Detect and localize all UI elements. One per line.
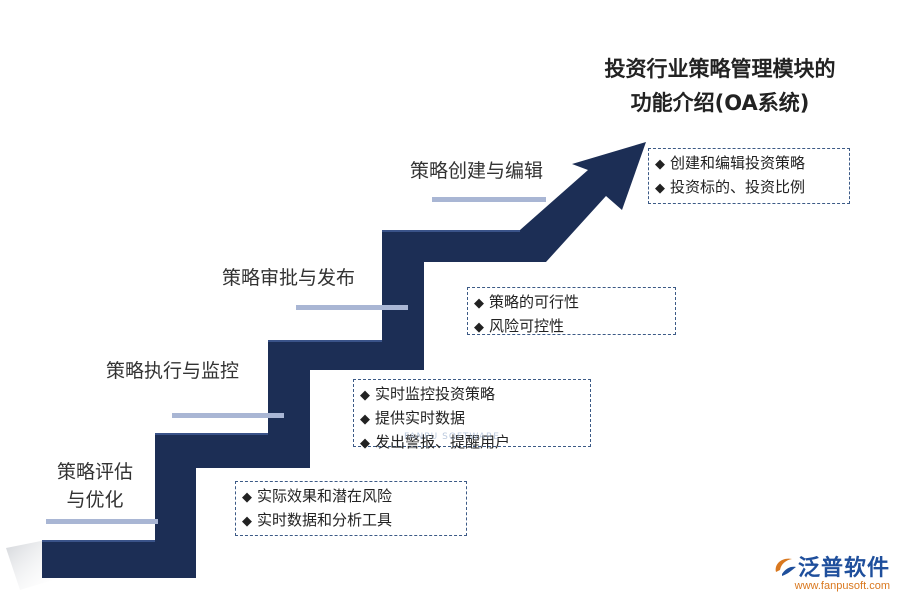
stage-bar <box>432 197 546 202</box>
diagram-title: 投资行业策略管理模块的 功能介绍(OA系统) <box>560 52 880 120</box>
note-item: ◆发出警报、提醒用户 <box>360 431 584 455</box>
stage-label-evaluate: 策略评估 与优化 <box>40 458 150 514</box>
diamond-bullet-icon: ◆ <box>655 181 665 196</box>
note-item: ◆投资标的、投资比例 <box>655 176 843 200</box>
fanpu-logo: 泛普软件 www.fanpusoft.com <box>772 550 890 592</box>
fanpu-logo-icon <box>775 558 796 576</box>
note-item: ◆提供实时数据 <box>360 407 584 431</box>
diamond-bullet-icon: ◆ <box>655 157 665 172</box>
note-item: ◆风险可控性 <box>474 315 669 339</box>
note-item: ◆实际效果和潜在风险 <box>242 485 460 509</box>
note-box-create: ◆创建和编辑投资策略 ◆投资标的、投资比例 <box>648 148 850 204</box>
note-item: ◆实时数据和分析工具 <box>242 509 460 533</box>
logo-url: www.fanpusoft.com <box>794 580 890 592</box>
title-line-1: 投资行业策略管理模块的 <box>604 57 836 81</box>
stage-bar <box>46 519 158 524</box>
note-item: ◆创建和编辑投资策略 <box>655 152 843 176</box>
stage-bar <box>172 413 284 418</box>
title-line-2: 功能介绍(OA系统) <box>630 91 810 115</box>
stage-bar <box>296 305 408 310</box>
stage-label-approve: 策略审批与发布 <box>222 267 356 289</box>
note-box-evaluate: ◆实际效果和潜在风险 ◆实时数据和分析工具 <box>235 481 467 536</box>
stage-label-line: 策略评估 <box>56 461 133 483</box>
diamond-bullet-icon: ◆ <box>474 320 484 335</box>
stage-label-create: 策略创建与编辑 <box>410 160 544 182</box>
stage-label-execute: 策略执行与监控 <box>106 360 240 382</box>
diamond-bullet-icon: ◆ <box>360 412 370 427</box>
note-box-approve: ◆策略的可行性 ◆风险可控性 <box>467 287 676 335</box>
note-item: ◆实时监控投资策略 <box>360 383 584 407</box>
diamond-bullet-icon: ◆ <box>474 296 484 311</box>
diamond-bullet-icon: ◆ <box>242 514 252 529</box>
note-item: ◆策略的可行性 <box>474 291 669 315</box>
logo-name: 泛普软件 <box>797 556 890 581</box>
diamond-bullet-icon: ◆ <box>360 388 370 403</box>
watermark: FANPU SOFTWARE <box>404 432 500 442</box>
staircase-body <box>42 142 646 578</box>
stage-label-line: 与优化 <box>66 489 124 511</box>
note-box-execute: ◆实时监控投资策略 ◆提供实时数据 ◆发出警报、提醒用户 <box>353 379 591 451</box>
diamond-bullet-icon: ◆ <box>242 490 252 505</box>
diamond-bullet-icon: ◆ <box>360 436 370 451</box>
